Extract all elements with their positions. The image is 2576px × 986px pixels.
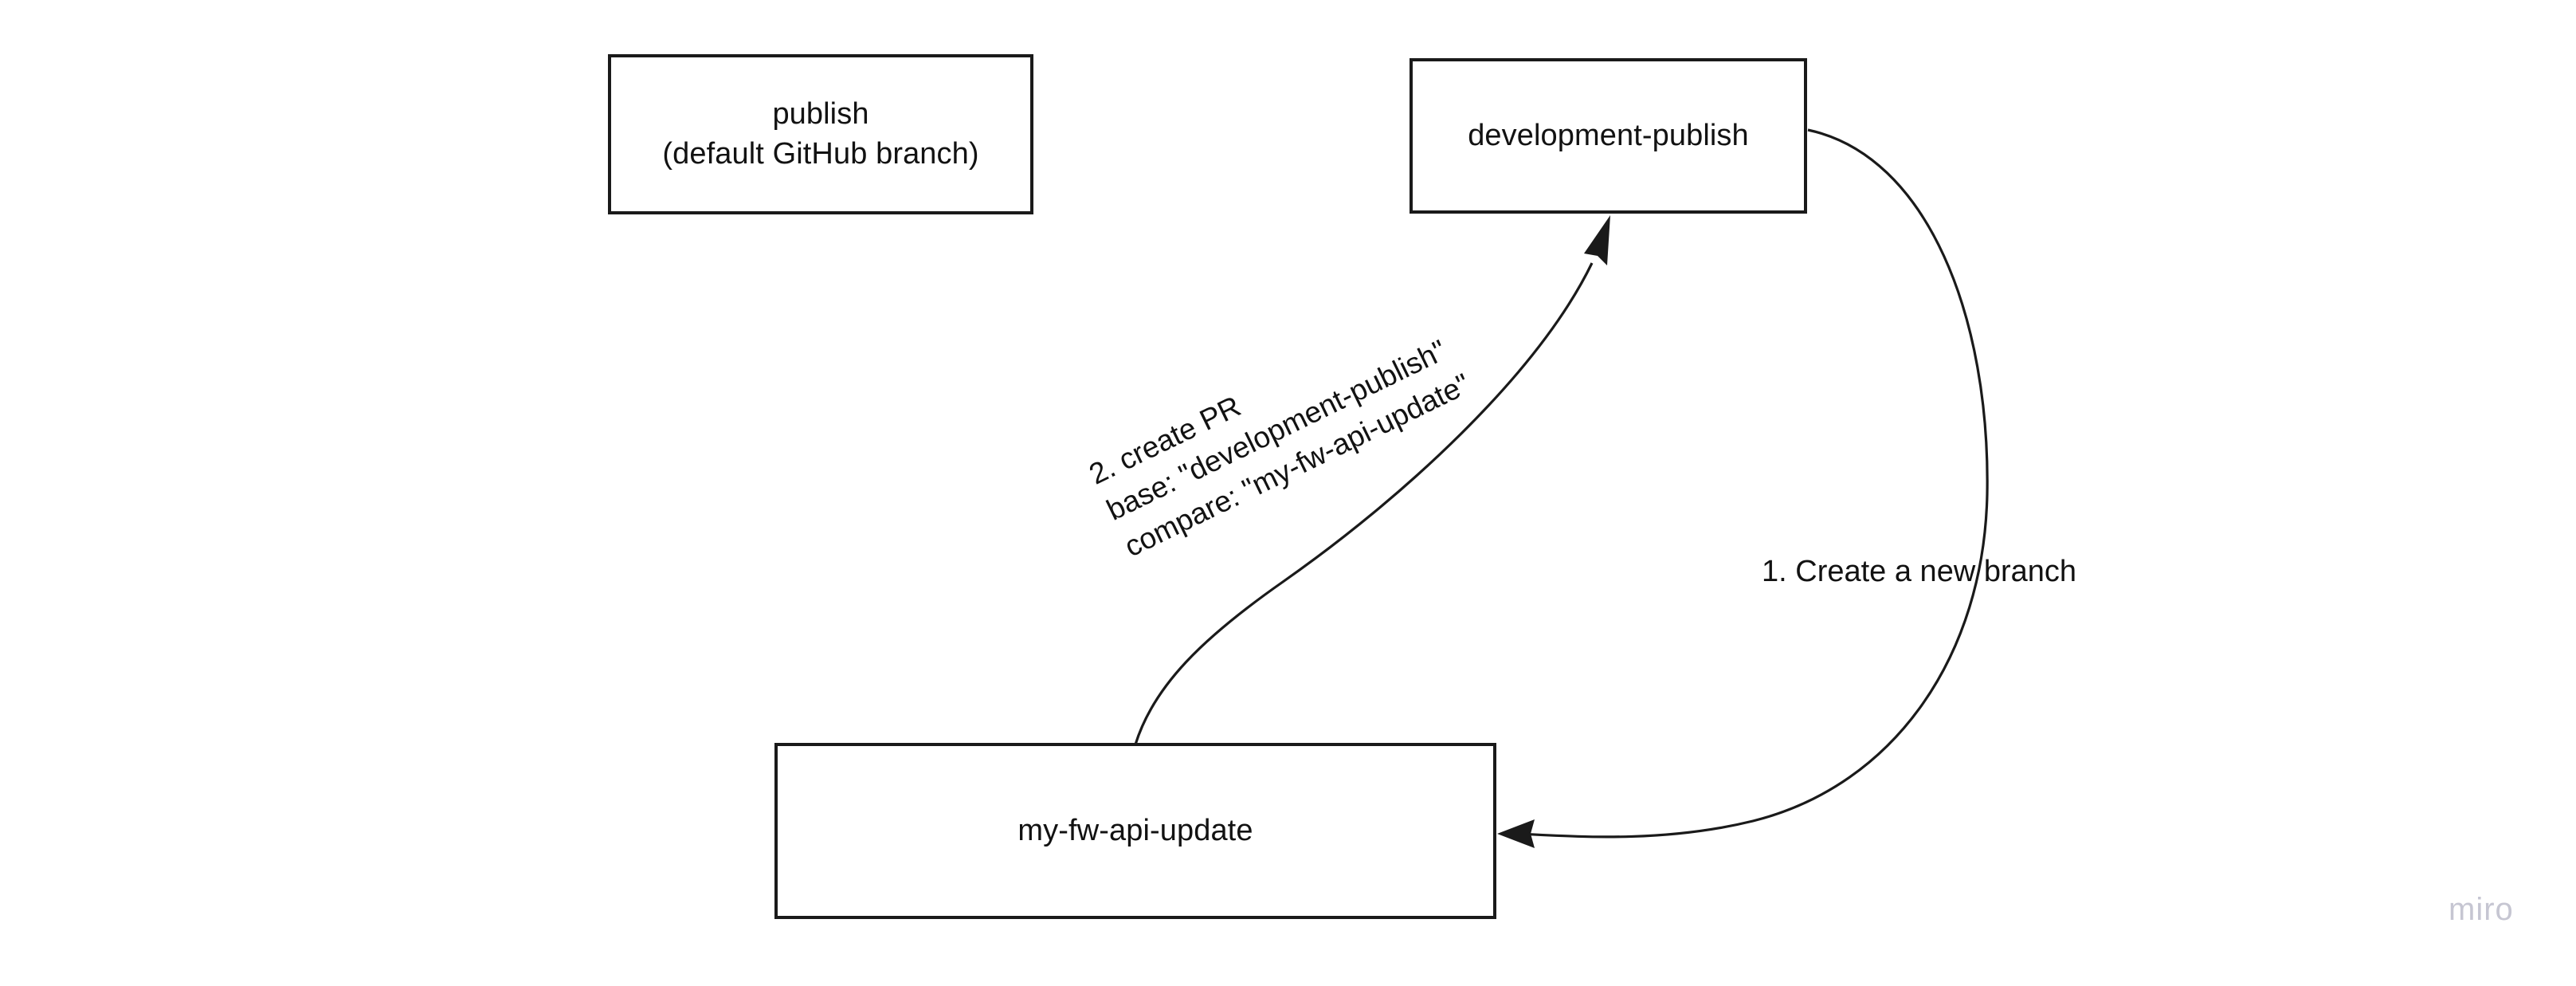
- miro-watermark: miro: [2449, 892, 2514, 927]
- node-development-publish[interactable]: development-publish: [1410, 58, 1807, 214]
- edge-label-create-branch: 1. Create a new branch: [1762, 555, 2077, 588]
- edge-create-branch[interactable]: [1497, 128, 1989, 848]
- node-my-fw-api-update-label: my-fw-api-update: [1017, 813, 1253, 847]
- edge-create-pr-arrowhead: [1584, 215, 1610, 265]
- edge-create-branch-arrowhead: [1497, 819, 1535, 848]
- node-publish-label: publish (default GitHub branch): [662, 97, 979, 171]
- node-my-fw-api-update[interactable]: my-fw-api-update: [774, 743, 1496, 919]
- node-publish[interactable]: publish (default GitHub branch): [608, 54, 1033, 214]
- edge-create-branch-path: [1518, 128, 1989, 839]
- node-development-publish-label: development-publish: [1468, 118, 1749, 152]
- edge-label-create-pr: 2. create PR base: "development-publish"…: [1084, 333, 1476, 564]
